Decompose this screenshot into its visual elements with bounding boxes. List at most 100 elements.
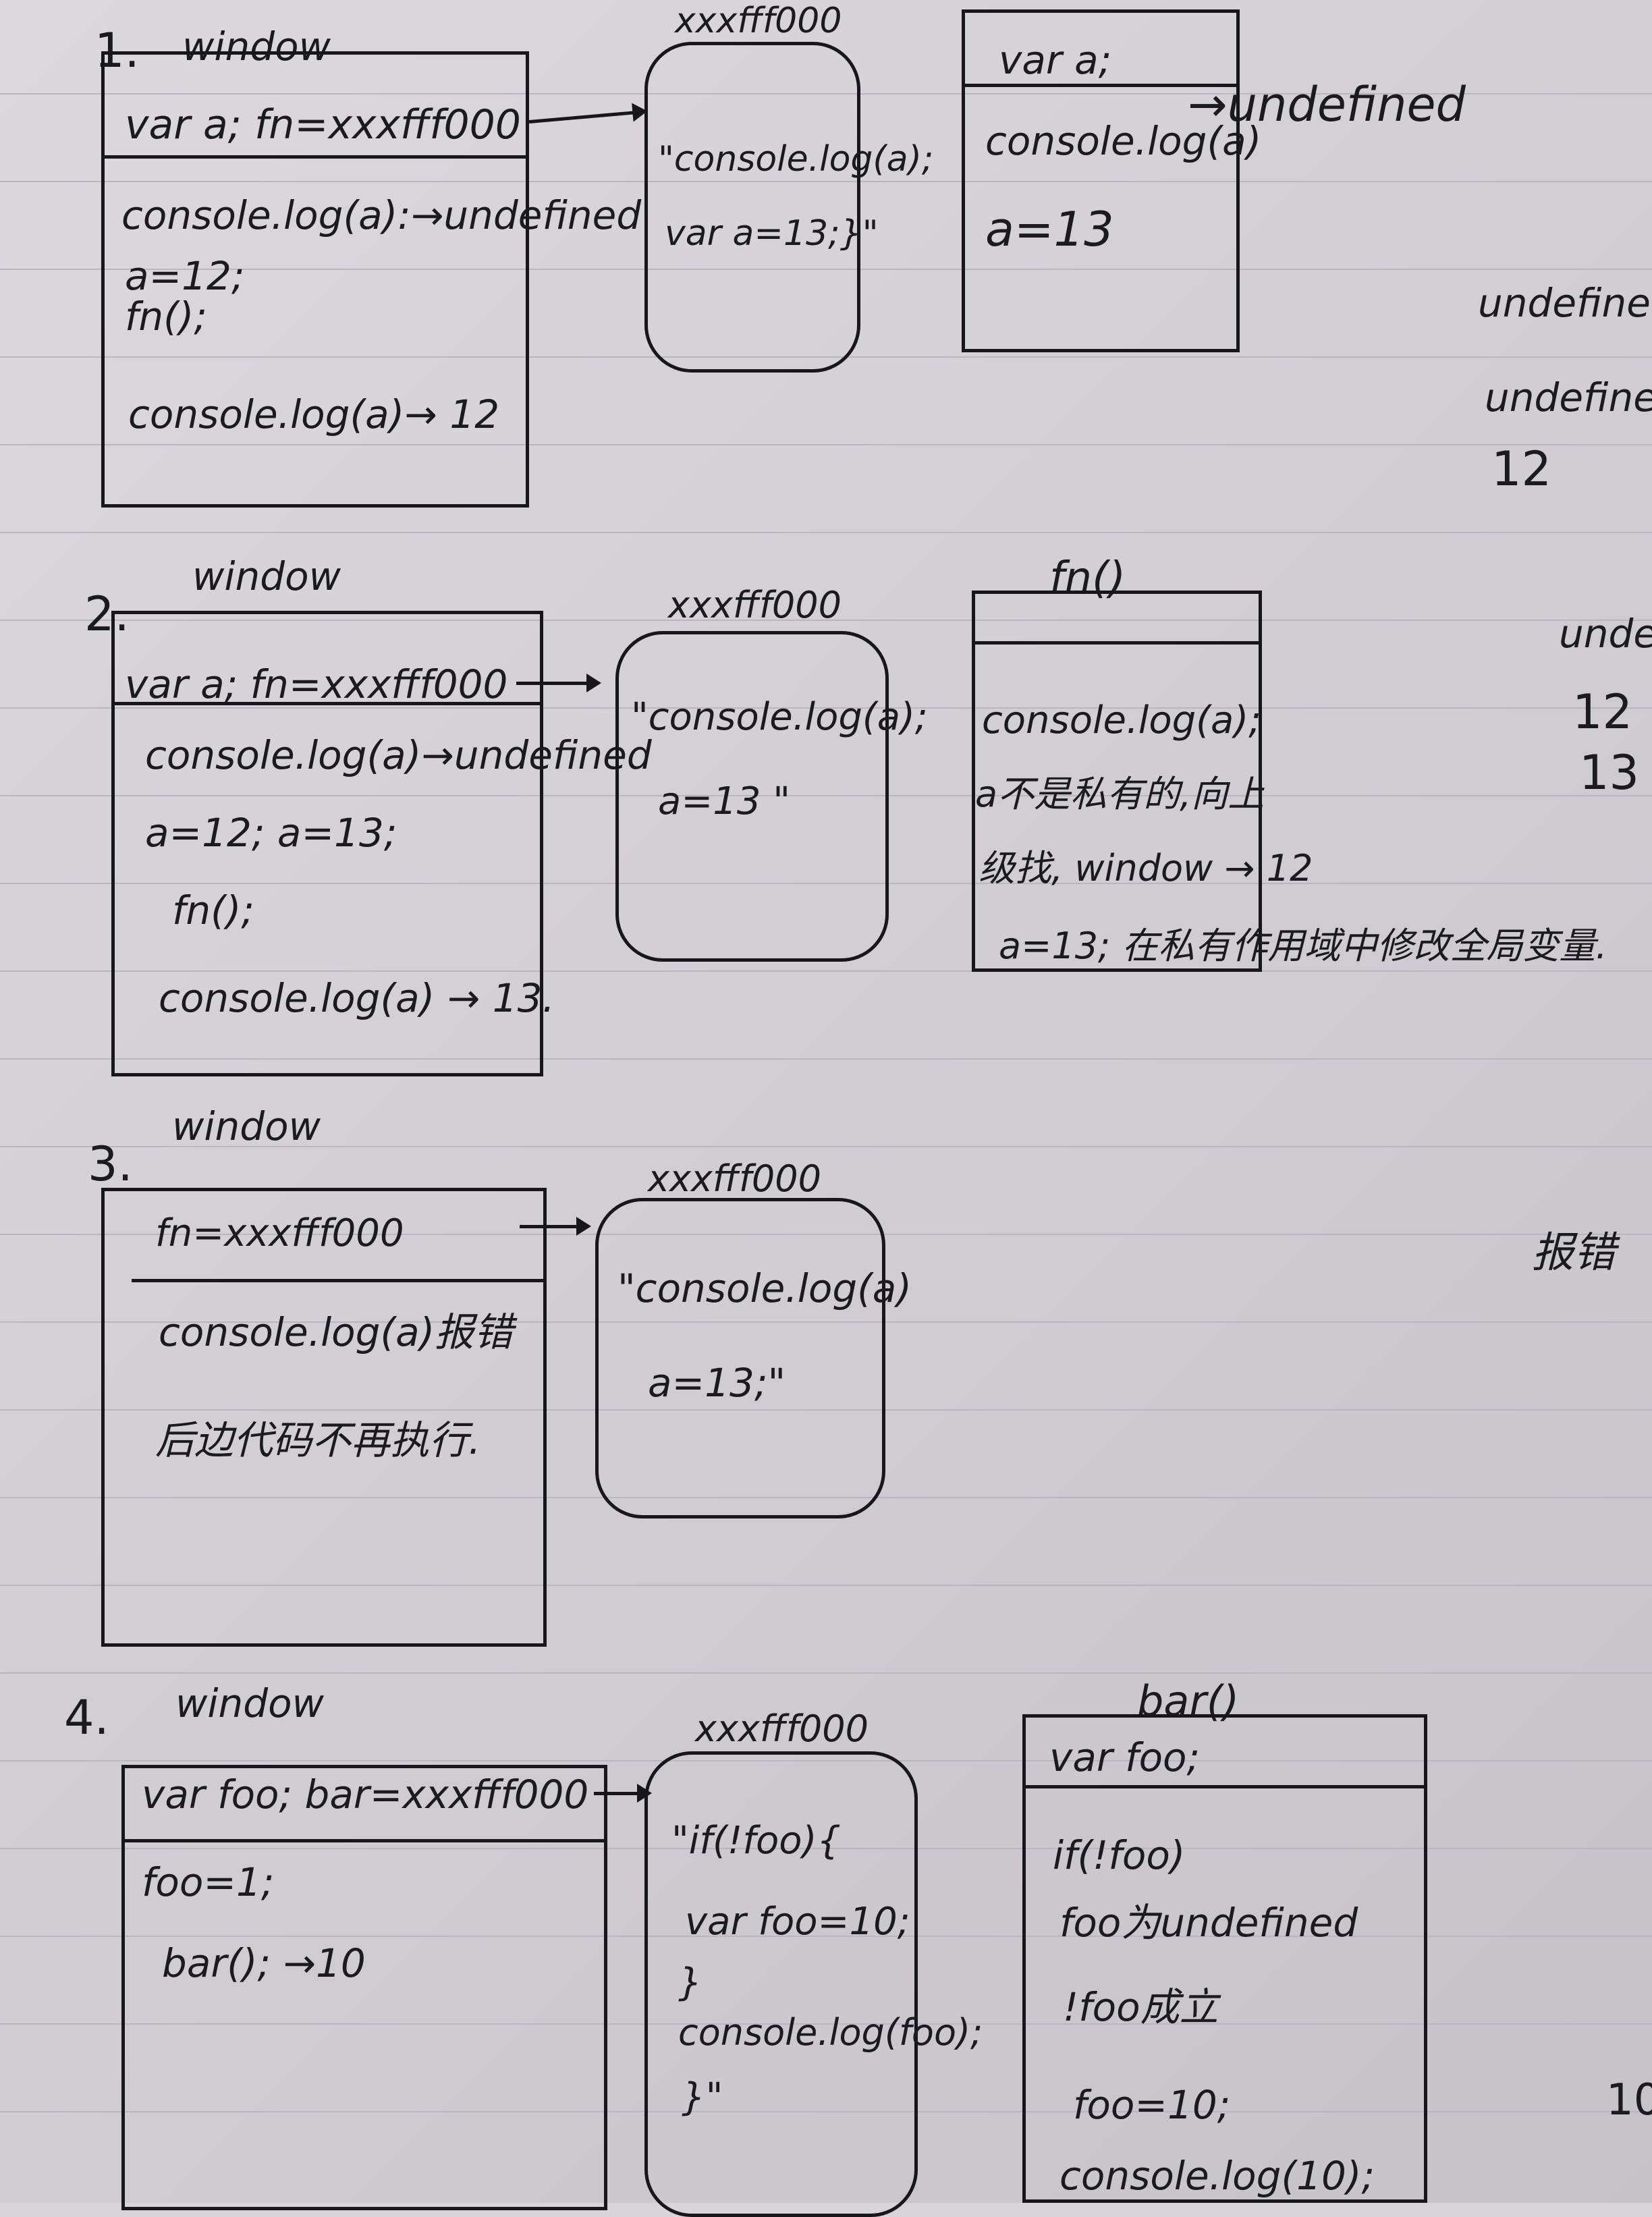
heap-code-line: var foo=10;	[685, 1900, 910, 1944]
code-line: 后边代码不再执行.	[155, 1417, 481, 1463]
code-line: console.log(a) → 13.	[159, 975, 555, 1021]
ruled-line	[0, 1936, 1652, 1937]
code-line: fn();	[125, 294, 207, 339]
code-line: console.log(a):→undefined	[121, 192, 642, 238]
code-line: !foo成立	[1063, 1984, 1219, 2030]
pointer-arrow	[516, 674, 601, 692]
heap-memory-box	[644, 42, 860, 373]
code-line: foo为undefined	[1059, 1900, 1358, 1946]
heap-code-line: a=13 "	[658, 779, 791, 823]
window-label: window	[172, 1103, 321, 1149]
window-declarations: var foo; bar=xxxfff000	[142, 1772, 589, 1817]
ruled-line	[0, 181, 1652, 182]
window-declarations: var a; fn=xxxfff000	[125, 101, 521, 148]
heap-address-label: xxxfff000	[648, 1157, 821, 1200]
code-line: console.log(10);	[1059, 2153, 1375, 2199]
code-line: console.log(a)→undefined	[145, 732, 652, 778]
diagram-number: 3.	[88, 1137, 133, 1192]
divider	[132, 1279, 543, 1282]
ruled-line	[0, 1409, 1652, 1411]
window-scope-box	[111, 611, 543, 1076]
answer-line: undefi	[1559, 611, 1652, 657]
answer-line: 13	[1579, 745, 1640, 800]
fn-declaration: var a;	[999, 37, 1112, 83]
output-annotation: →undefined	[1188, 77, 1466, 132]
code-line: console.log(a)	[985, 118, 1262, 164]
code-line: a=13; 在私有作用域中修改全局变量.	[999, 925, 1607, 967]
window-declarations: fn=xxxfff000	[155, 1211, 404, 1255]
window-scope-box	[101, 51, 529, 508]
heap-memory-box	[595, 1198, 885, 1518]
fn-scope-box	[972, 591, 1262, 972]
divider	[111, 702, 543, 705]
fn-scope-box	[962, 9, 1240, 352]
window-label: window	[192, 553, 341, 599]
code-line: foo=10;	[1073, 2082, 1231, 2128]
ruled-line	[0, 1497, 1652, 1498]
ruled-line	[0, 532, 1652, 533]
heap-memory-box	[615, 631, 889, 962]
answer-line: 报错	[1532, 1228, 1616, 1277]
ruled-line	[0, 1321, 1652, 1323]
pointer-arrow	[520, 1217, 591, 1236]
ruled-line	[0, 93, 1652, 94]
ruled-line	[0, 795, 1652, 796]
heap-address-label: xxxfff000	[695, 1707, 869, 1750]
divider	[962, 84, 1240, 87]
pointer-arrow	[594, 1784, 652, 1803]
heap-code-line: "console.log(a)	[617, 1265, 912, 1311]
ruled-line	[0, 2023, 1652, 2025]
heap-address-label: xxxfff000	[668, 584, 842, 626]
answer-line: undefined	[1478, 280, 1652, 326]
code-line: fn();	[172, 887, 254, 933]
ruled-line	[0, 1760, 1652, 1761]
ruled-line	[0, 1058, 1652, 1060]
code-line: foo=1;	[142, 1859, 275, 1905]
window-label: window	[175, 1680, 325, 1726]
fn-declaration: var foo;	[1049, 1734, 1201, 1780]
code-line: 级找, window → 12	[979, 847, 1313, 889]
heap-code-line: "console.log(a);	[658, 139, 934, 180]
heap-code-line: }"	[682, 2075, 723, 2119]
heap-code-line: a=13;"	[648, 1360, 786, 1406]
code-line: if(!foo)	[1053, 1832, 1186, 1878]
answer-line: undefined	[1485, 375, 1652, 420]
code-line: a不是私有的,向上	[975, 773, 1265, 815]
ruled-line	[0, 1585, 1652, 1586]
heap-code-line: var a=13;}"	[665, 213, 879, 254]
window-scope-box	[121, 1765, 607, 2210]
fn-scope-box	[1022, 1714, 1427, 2203]
ruled-line	[0, 1672, 1652, 1674]
divider	[121, 1839, 607, 1842]
diagram-number: 2.	[84, 586, 130, 642]
heap-address-label: xxxfff000	[675, 1, 842, 41]
ruled-line	[0, 269, 1652, 270]
window-declarations: var a; fn=xxxfff000	[125, 661, 508, 707]
page-number: 10	[1606, 2075, 1652, 2125]
heap-code-line: "if(!foo){	[671, 1819, 842, 1863]
ruled-line	[0, 1146, 1652, 1147]
window-scope-box	[101, 1188, 547, 1647]
window-label: window	[182, 24, 331, 70]
ruled-line	[0, 707, 1652, 709]
answer-line: 12	[1491, 441, 1552, 497]
ruled-line	[0, 2111, 1652, 2112]
divider	[101, 155, 529, 159]
answer-line: 12	[1572, 684, 1633, 740]
ruled-line	[0, 620, 1652, 621]
code-line: console.log(a)→ 12	[128, 391, 500, 437]
ruled-line	[0, 444, 1652, 445]
heap-code-line: console.log(foo);	[678, 2011, 983, 2054]
ruled-line	[0, 1234, 1652, 1235]
ruled-line	[0, 1848, 1652, 1849]
diagram-number: 4.	[64, 1690, 109, 1745]
code-line: a=13	[985, 202, 1114, 257]
ruled-line	[0, 883, 1652, 884]
code-line: a=12;	[125, 253, 245, 299]
code-line: console.log(a);	[982, 699, 1262, 742]
ruled-line	[0, 970, 1652, 972]
divider	[972, 641, 1262, 645]
code-line: console.log(a)报错	[159, 1309, 514, 1355]
heap-code-line: "console.log(a);	[631, 695, 928, 739]
